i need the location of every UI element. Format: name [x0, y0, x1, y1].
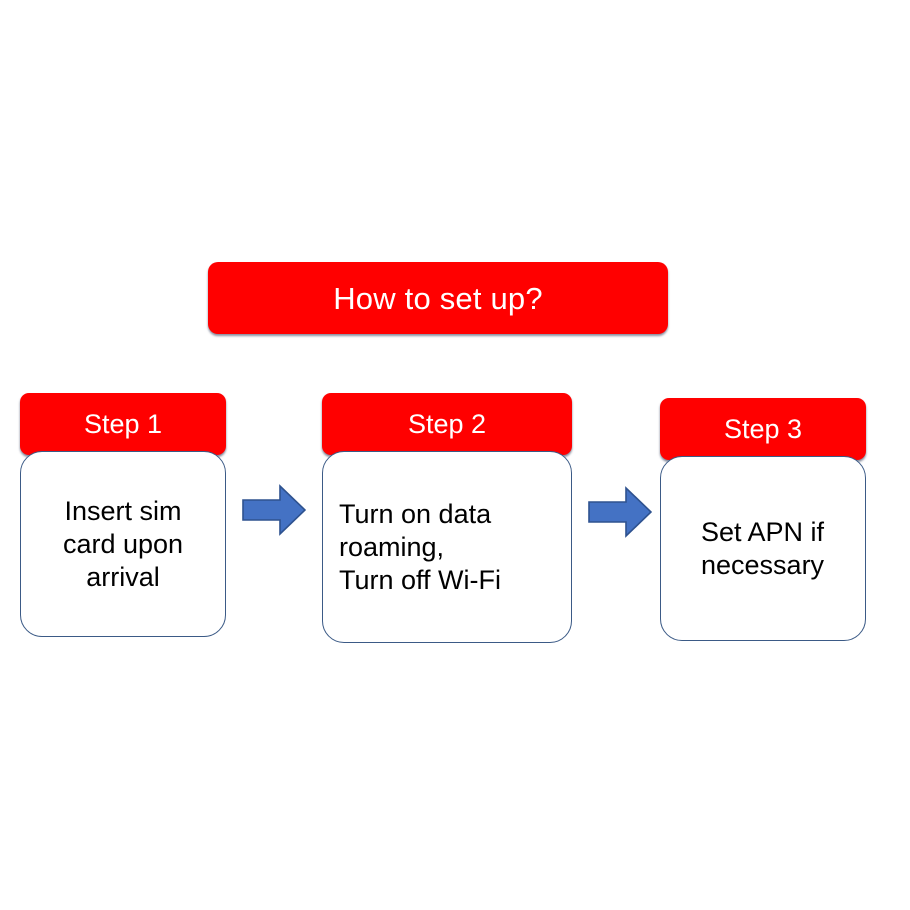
step-2-header-label: Step 2 [407, 408, 487, 439]
step-2-header: Step 2 [322, 393, 572, 455]
step-2-body: Turn on data roaming, Turn off Wi-Fi [322, 451, 572, 643]
diagram-title-text: How to set up? [333, 280, 543, 316]
step-1-header-label: Step 1 [83, 408, 163, 439]
step-3-header-label: Step 3 [723, 413, 803, 444]
step-card-2: Step 2 Turn on data roaming, Turn off Wi… [322, 393, 572, 643]
step-2-body-text: Turn on data roaming, Turn off Wi-Fi [339, 498, 502, 595]
step-1-body: Insert sim card upon arrival [20, 451, 226, 637]
arrow-right-icon-step2-to-step3 [588, 486, 653, 538]
arrow-right-icon-step1-to-step2 [242, 484, 307, 536]
step-1-header: Step 1 [20, 393, 226, 455]
diagram-title-banner: How to set up? [208, 262, 668, 334]
step-3-body: Set APN if necessary [660, 456, 866, 641]
step-3-body-text: Set APN if necessary [701, 516, 825, 580]
step-1-body-text: Insert sim card upon arrival [62, 495, 184, 592]
step-3-header: Step 3 [660, 398, 866, 460]
step-card-3: Step 3 Set APN if necessary [660, 398, 866, 641]
step-card-1: Step 1 Insert sim card upon arrival [20, 393, 226, 637]
